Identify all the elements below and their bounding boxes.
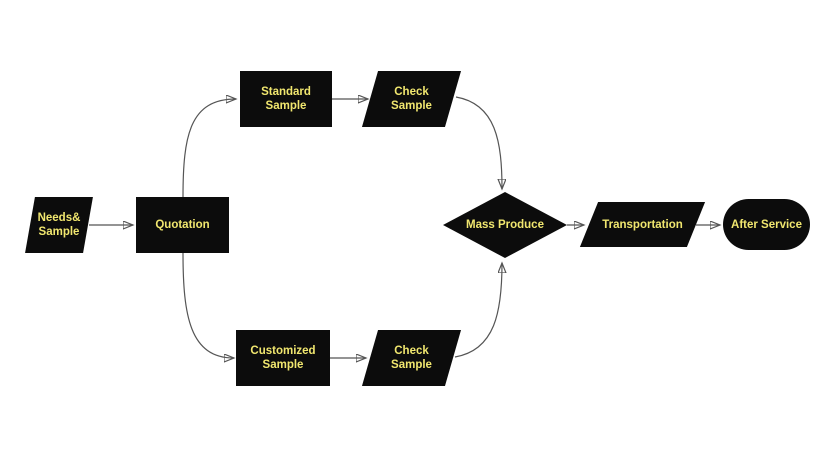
connector-quotation-to-standard — [182, 99, 236, 198]
node-check-sample-top: Check Sample — [370, 71, 453, 127]
node-after-service: After Service — [723, 199, 810, 250]
node-standard-sample: Standard Sample — [240, 71, 332, 127]
node-customized-sample: Customized Sample — [236, 330, 330, 386]
node-label-line: Check — [394, 86, 429, 98]
connector-check-top-to-mass-produce — [455, 96, 502, 189]
connector-check-bottom-to-mass-produce — [454, 263, 502, 358]
node-label-line: Needs& — [37, 212, 81, 224]
node-label-line: Sample — [391, 100, 432, 112]
node-check-sample-bottom: Check Sample — [370, 330, 453, 386]
node-label-line: Sample — [262, 359, 304, 371]
node-label-line: Quotation — [155, 219, 210, 231]
node-label-line: Standard — [261, 86, 311, 98]
node-quotation: Quotation — [136, 197, 229, 253]
node-label-line: Sample — [391, 359, 432, 371]
node-needs-sample: Needs& Sample — [30, 197, 88, 253]
node-label-line: Mass Produce — [466, 219, 544, 231]
node-transportation: Transportation — [589, 202, 696, 247]
node-label-line: Sample — [265, 100, 307, 112]
node-label-line: Sample — [38, 226, 80, 238]
node-label-line: Customized — [250, 345, 316, 357]
node-label-line: After Service — [731, 218, 802, 231]
node-mass-produce: Mass Produce — [443, 192, 567, 258]
connector-quotation-to-customized — [182, 252, 234, 358]
node-label-line: Check — [394, 345, 429, 357]
node-label-line: Transportation — [602, 218, 683, 231]
